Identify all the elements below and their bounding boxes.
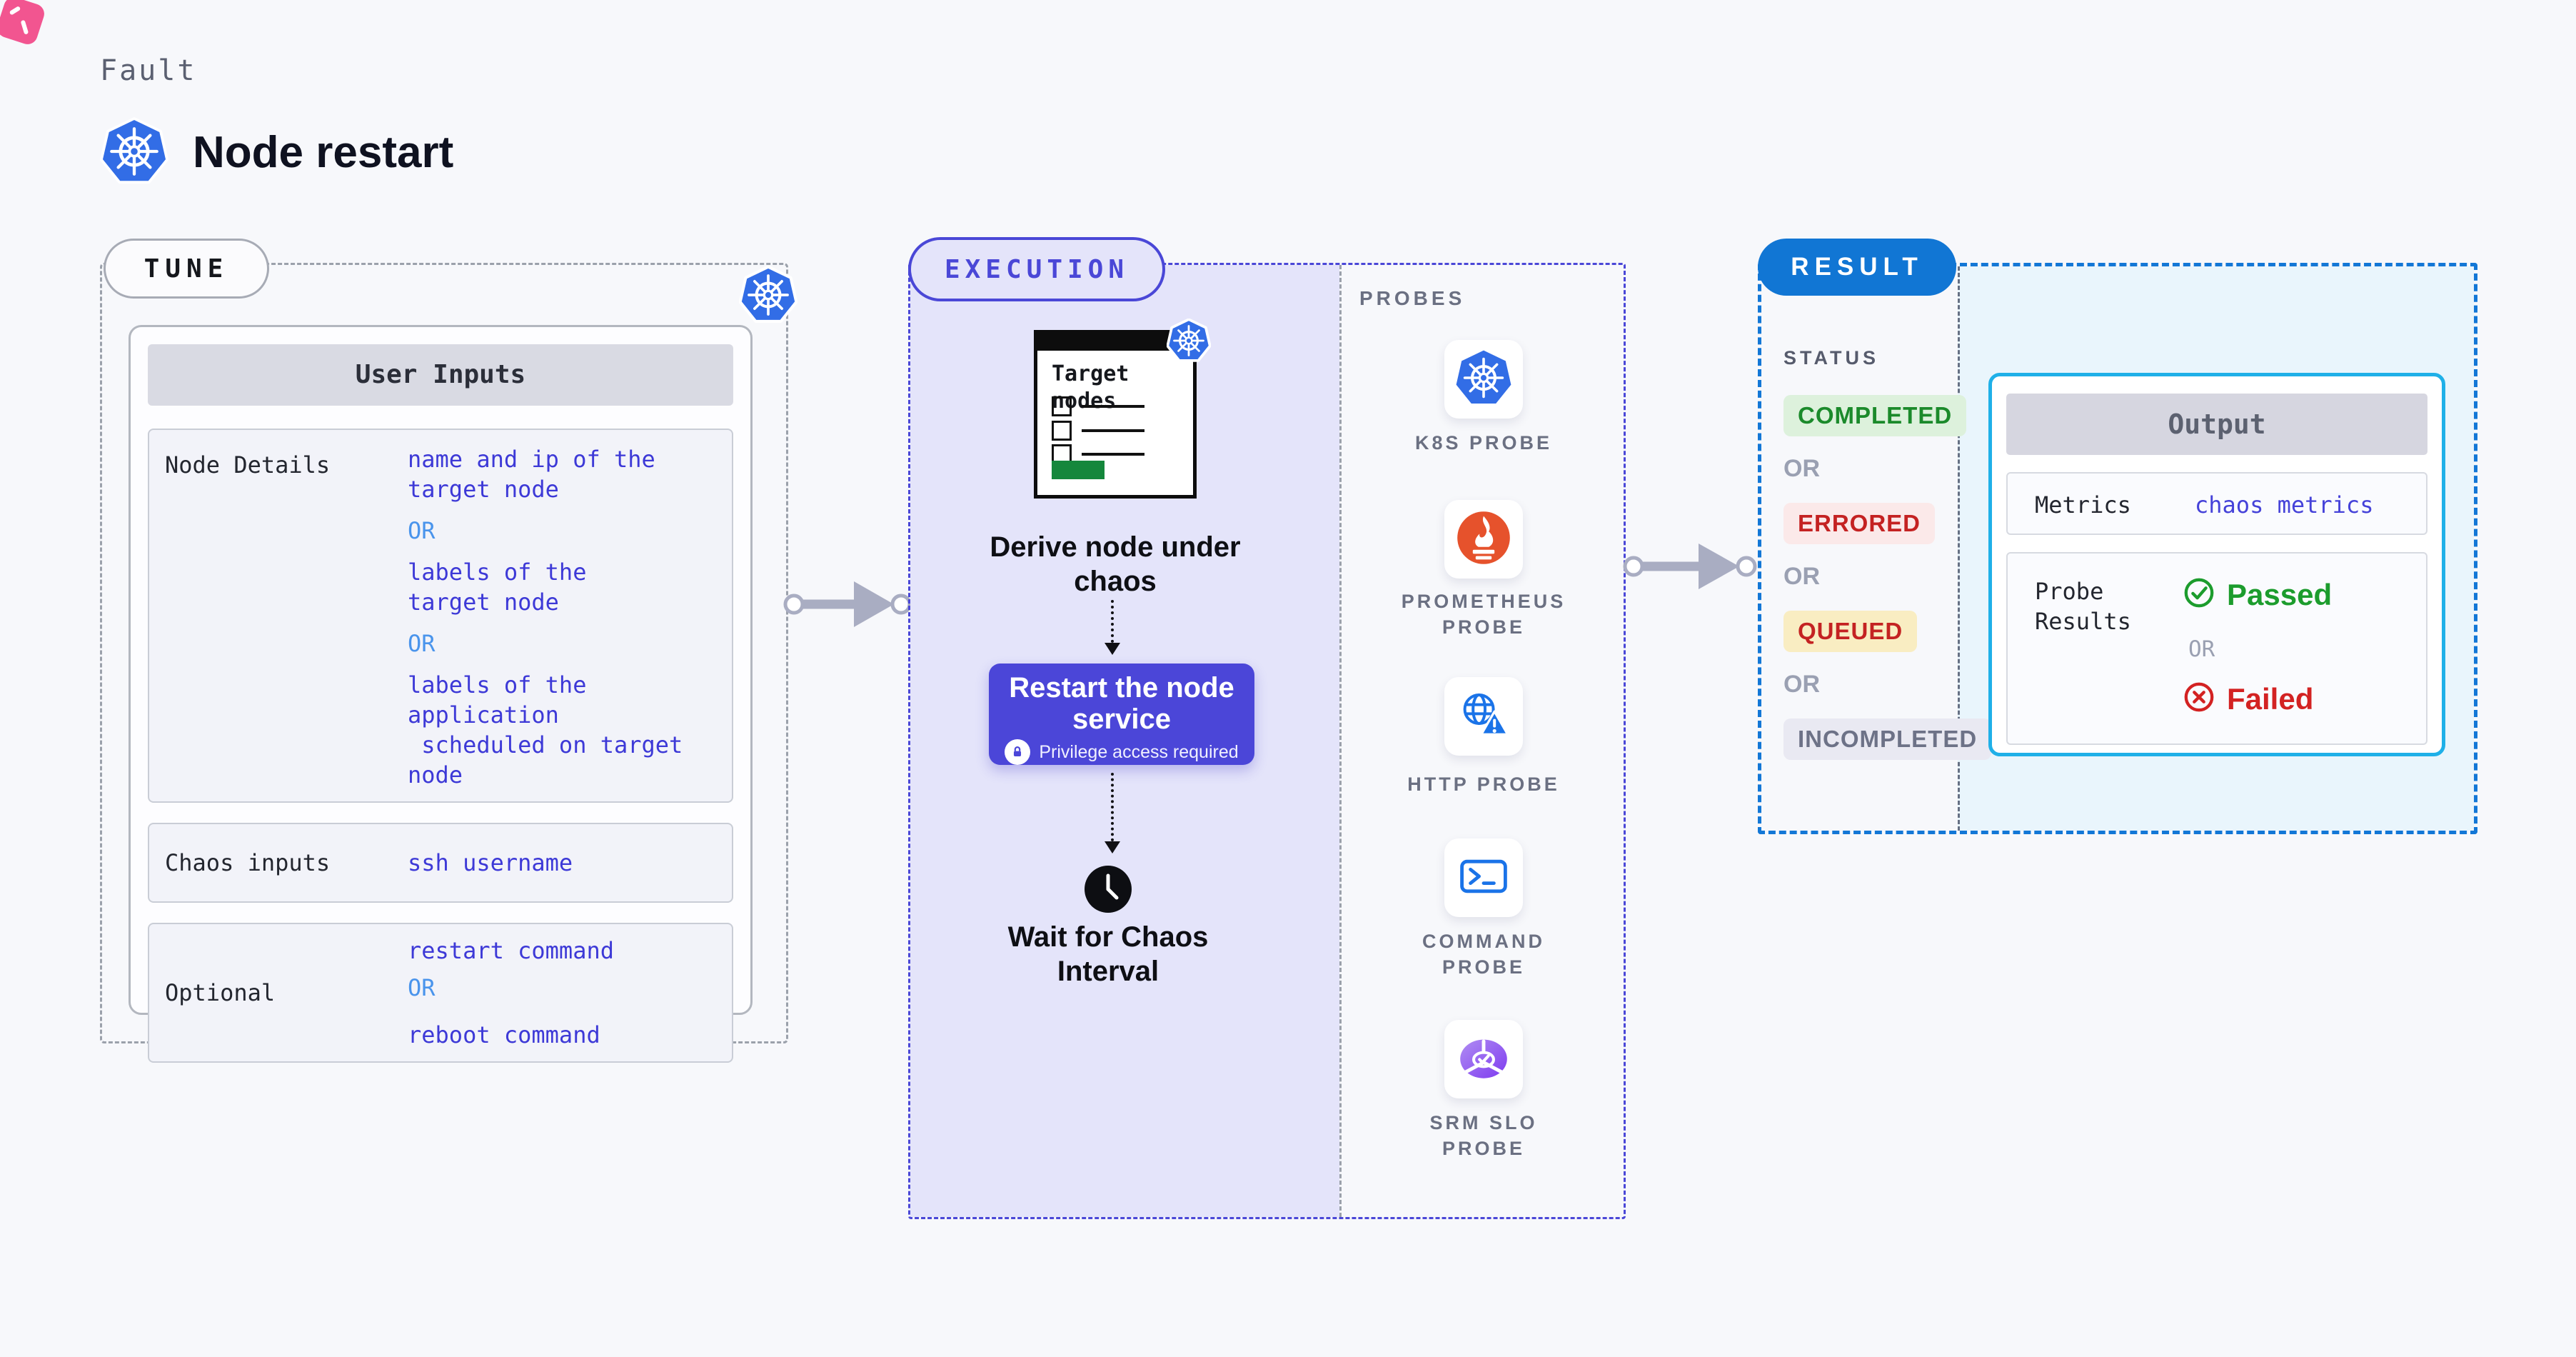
execution-probes-divider (1339, 265, 1342, 1217)
action-title: Restart the node service (1009, 672, 1234, 735)
checkbox-icon (1052, 396, 1072, 416)
execution-section (908, 263, 1626, 1219)
metrics-value: chaos metrics (2195, 491, 2374, 519)
probe-card-http (1444, 677, 1523, 756)
input-value: labels of the application scheduled on t… (408, 671, 683, 788)
input-value: labels of the target node (408, 559, 587, 616)
arrow-down-icon (1105, 841, 1120, 853)
or-separator: OR (1783, 671, 1820, 698)
connector-line (1111, 773, 1114, 841)
status-heading: STATUS (1783, 347, 1879, 369)
or-separator: OR (1783, 455, 1820, 482)
selected-node-bar (1052, 461, 1105, 479)
probe-label: SRM SLO PROBE (1429, 1112, 1538, 1159)
x-circle-icon (2183, 681, 2215, 717)
restart-node-service-step: Restart the node service Privilege acces… (989, 664, 1254, 765)
node-line (1082, 429, 1144, 432)
globe-warning-icon (1455, 686, 1512, 747)
result-pill-label: RESULT (1791, 253, 1923, 281)
failed-label: Failed (2227, 681, 2314, 716)
status-column: STATUS COMPLETED OR ERRORED OR QUEUED OR… (1783, 347, 1992, 778)
input-row-node-details: Node Details name and ip of the target n… (148, 429, 733, 803)
node-line (1082, 405, 1144, 408)
tune-pill-label: TUNE (144, 254, 229, 284)
probes-heading: PROBES (1359, 287, 1466, 309)
user-inputs-header: User Inputs (148, 344, 733, 406)
probe-card-k8s (1444, 340, 1523, 419)
prometheus-icon (1455, 509, 1512, 570)
privilege-note-text: Privilege access required (1039, 741, 1239, 762)
fault-kicker: Fault (100, 54, 197, 87)
probe-card-command (1444, 838, 1523, 917)
input-value: reboot command (408, 1021, 600, 1048)
row-values: name and ip of the target node OR labels… (408, 430, 732, 801)
kubernetes-icon (100, 117, 168, 189)
arrow-down-icon (1105, 643, 1120, 655)
wait-chaos-interval-step: Wait for Chaos Interval (1007, 921, 1209, 987)
lock-icon (1005, 739, 1031, 765)
probe-card-prometheus (1444, 500, 1523, 579)
execution-pill: EXECUTION (908, 237, 1165, 301)
derive-node-step: Derive node under chaos (990, 531, 1241, 597)
row-values: restart command OR reboot command (408, 924, 732, 1061)
or-separator: OR (408, 974, 436, 1001)
input-value: name and ip of the target node (408, 446, 655, 503)
status-badge-completed: COMPLETED (1783, 395, 1967, 436)
arrow-tune-to-execution-icon (783, 581, 911, 627)
slo-gauge-icon (1454, 1028, 1513, 1091)
terminal-icon (1455, 848, 1512, 908)
checkbox-icon (1052, 421, 1072, 441)
input-row-optional: Optional restart command OR reboot comma… (148, 923, 733, 1063)
status-badge-queued: QUEUED (1783, 611, 1918, 652)
execution-pill-label: EXECUTION (944, 254, 1129, 284)
node-list-item (1052, 396, 1144, 416)
kubernetes-icon (738, 265, 798, 328)
output-header: Output (2006, 394, 2427, 455)
status-badge-incompleted: INCOMPLETED (1783, 718, 1992, 760)
clock-icon (1085, 866, 1132, 916)
probe-result-passed: Passed (2183, 576, 2332, 613)
probe-label: PROMETHEUS PROBE (1401, 591, 1566, 638)
passed-label: Passed (2227, 577, 2333, 611)
input-value: restart command (408, 937, 614, 964)
probe-results-row: Probe Results Passed OR F (2006, 552, 2427, 745)
row-values: ssh username (408, 848, 732, 878)
or-separator: OR (2188, 636, 2215, 662)
probe-results-label: Probe Results (2035, 578, 2131, 635)
probe-label: HTTP PROBE (1407, 773, 1560, 795)
connector-line (1111, 600, 1114, 643)
litmus-flag-icon (0, 0, 47, 47)
node-list-item (1052, 421, 1144, 441)
page-title: Node restart (193, 128, 454, 177)
or-separator: OR (408, 630, 436, 657)
metrics-label: Metrics (2035, 491, 2131, 519)
user-inputs-card: User Inputs Node Details name and ip of … (129, 325, 753, 1063)
result-pill: RESULT (1758, 239, 1956, 296)
privilege-note: Privilege access required (989, 739, 1254, 765)
target-nodes-graphic: Target nodes (1034, 330, 1197, 499)
row-label: Optional (165, 979, 276, 1006)
metrics-row: Metrics chaos metrics (2006, 472, 2427, 535)
kubernetes-icon (1455, 349, 1512, 410)
kubernetes-icon (1166, 318, 1212, 366)
status-badge-errored: ERRORED (1783, 503, 1936, 544)
probe-label: K8S PROBE (1414, 432, 1553, 454)
probe-label: COMMAND PROBE (1422, 931, 1545, 978)
row-label: Node Details (165, 451, 331, 479)
probe-card-srm-slo (1444, 1020, 1523, 1098)
node-line (1082, 453, 1144, 456)
arrow-probes-to-result-icon (1623, 544, 1757, 589)
row-label: Chaos inputs (165, 849, 331, 876)
input-value: ssh username (408, 849, 573, 876)
target-nodes-label: Target nodes (1052, 361, 1129, 414)
or-separator: OR (408, 517, 436, 544)
input-row-chaos-inputs: Chaos inputs ssh username (148, 823, 733, 903)
or-separator: OR (1783, 563, 1820, 590)
probe-result-failed: Failed (2183, 681, 2313, 717)
check-circle-icon (2183, 576, 2215, 613)
tune-pill: TUNE (104, 239, 269, 299)
output-card: Output Metrics chaos metrics Probe Resul… (1988, 373, 2445, 756)
